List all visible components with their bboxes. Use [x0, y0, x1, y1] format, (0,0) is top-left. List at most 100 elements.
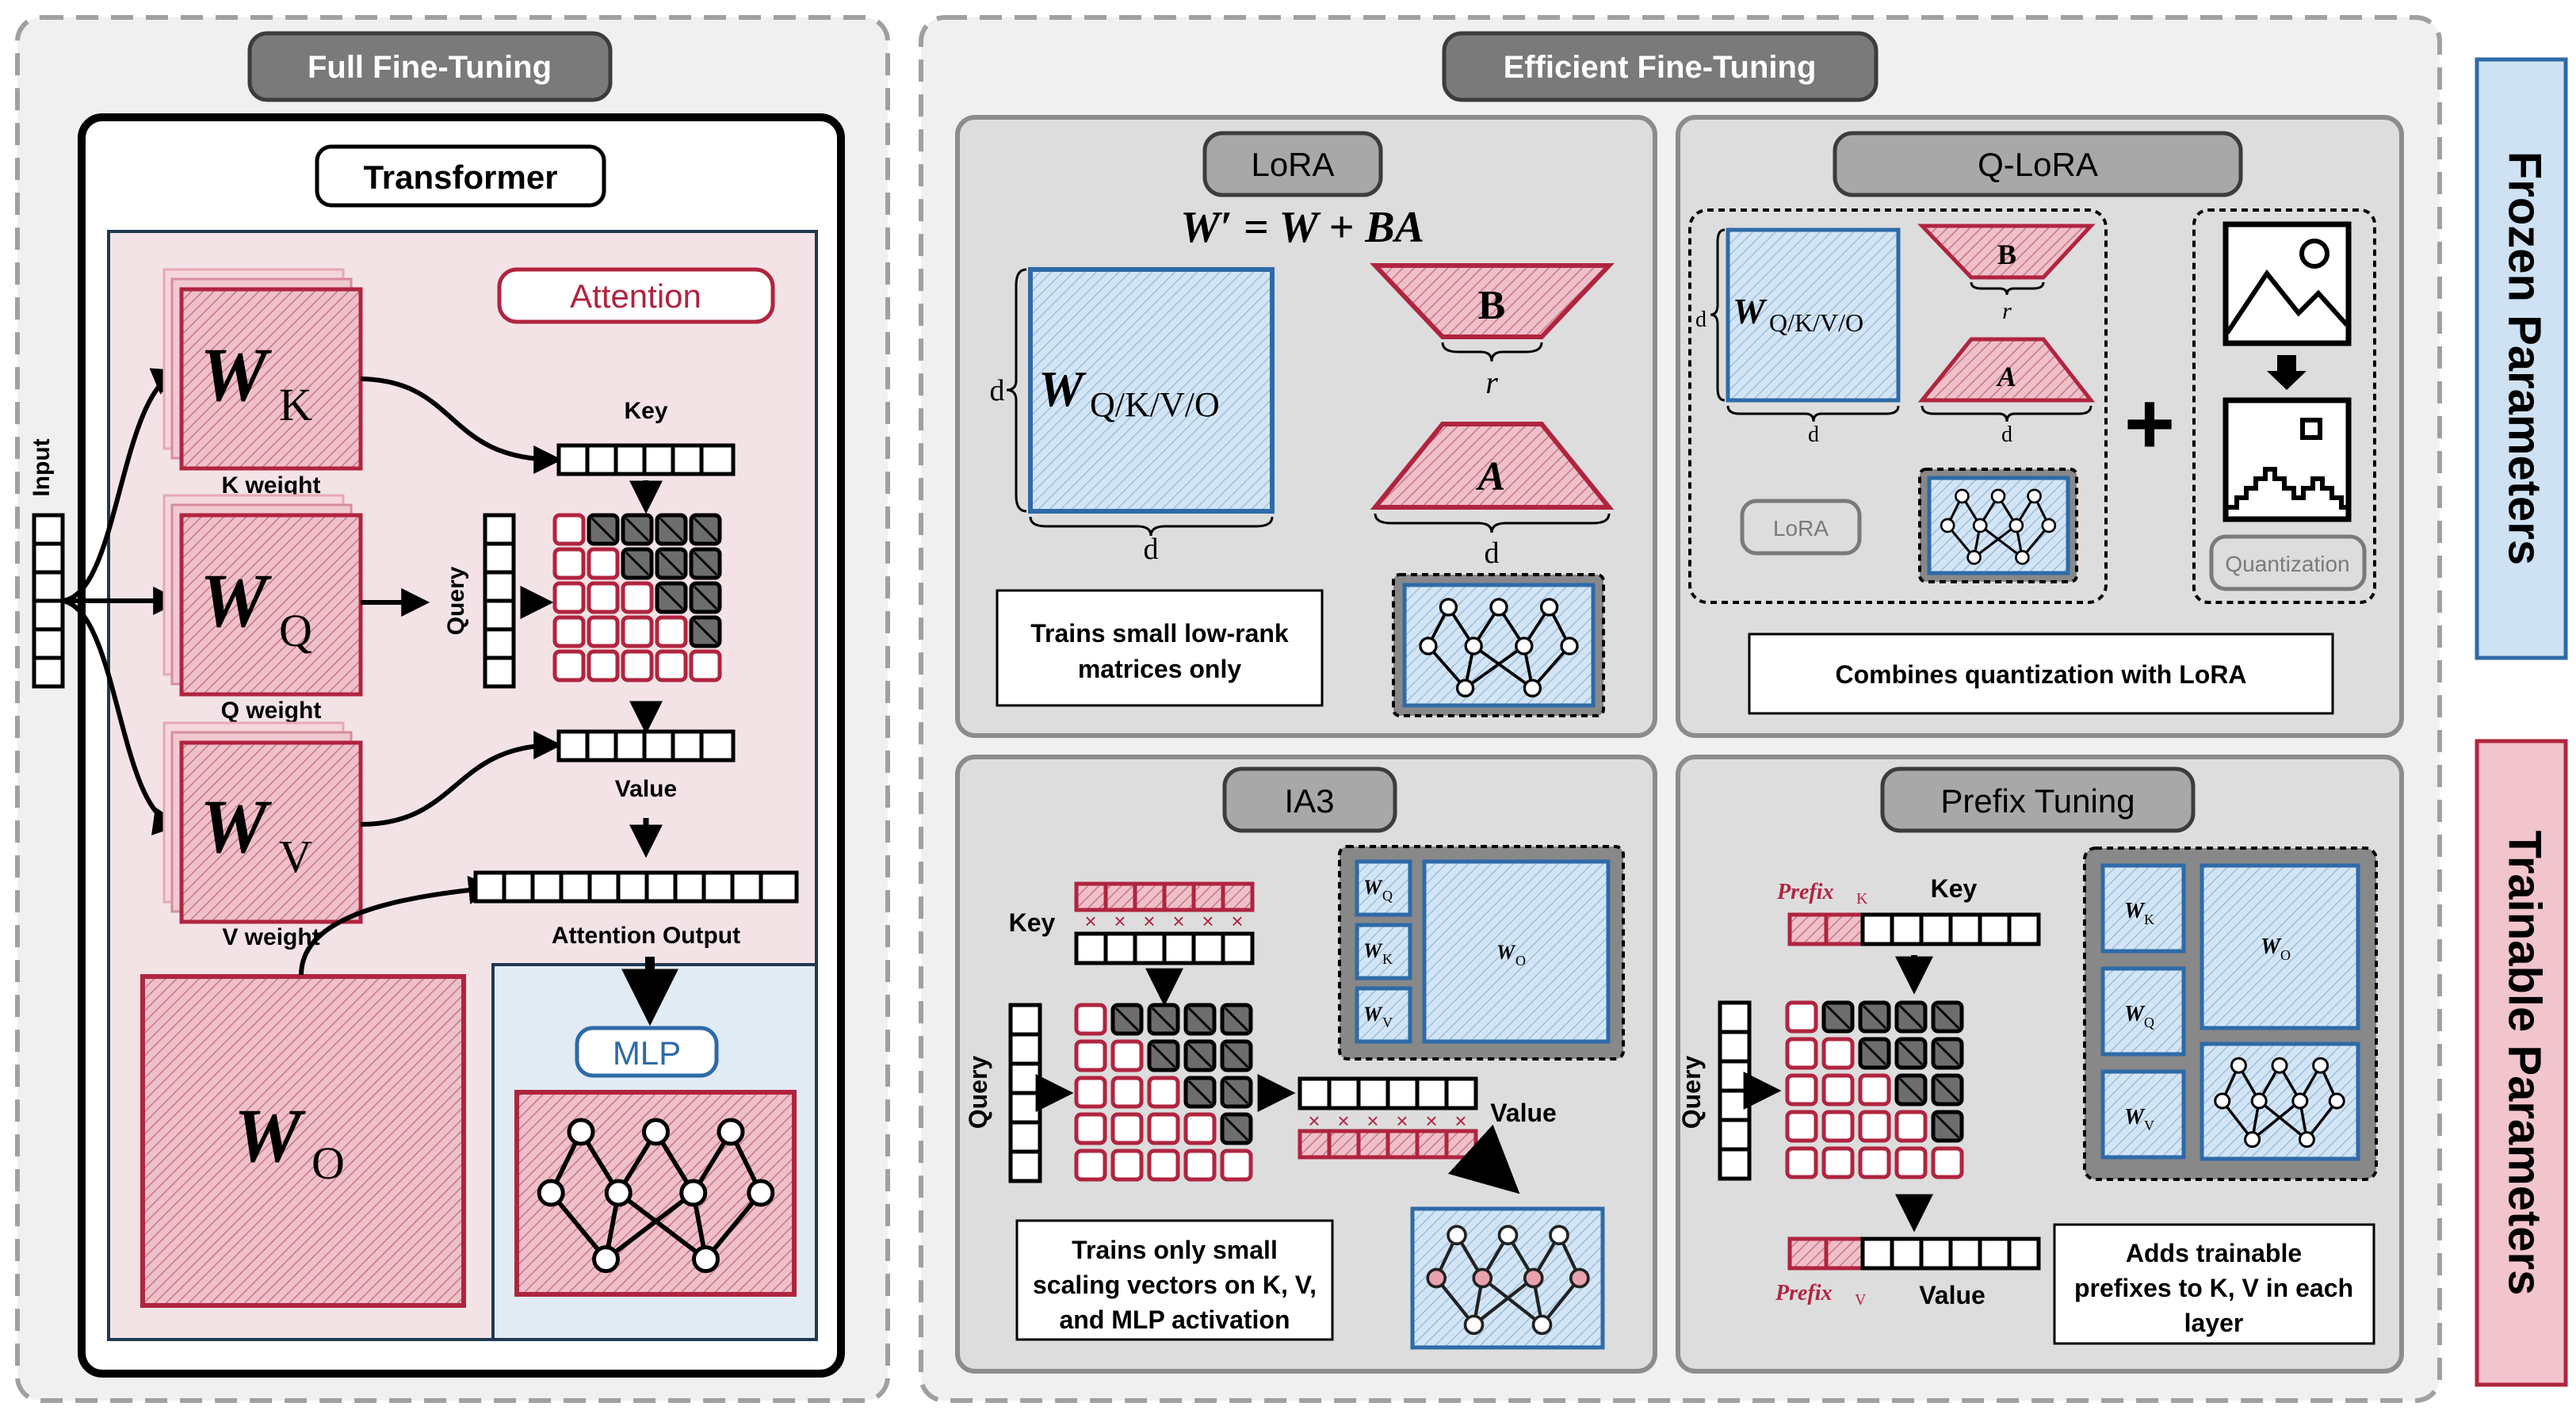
- mask-slash: [1187, 1043, 1213, 1068]
- qlora-w-subscript: Q/K/V/O: [1769, 308, 1863, 337]
- lora-a-d-label: d: [1485, 537, 1500, 570]
- attention-cell: [1110, 1112, 1144, 1145]
- mlp-node: [1531, 1314, 1553, 1336]
- trainable-legend-box: [2475, 739, 2568, 1387]
- ia3-value-label: Value: [1490, 1099, 1557, 1127]
- attention-cell: [1858, 1073, 1891, 1106]
- lora-title-pill: [1202, 131, 1383, 197]
- prefix-wv-matrix: [2100, 1069, 2186, 1160]
- lora-title: LoRA: [1251, 146, 1334, 183]
- wq-caption: Q weight: [221, 698, 322, 724]
- mlp-node: [1447, 1225, 1467, 1246]
- mlp-edge: [1973, 524, 2017, 559]
- mask-slash: [1224, 1116, 1249, 1141]
- attention-cell: [1110, 1076, 1144, 1109]
- mlp-node: [1523, 678, 1542, 698]
- ia3-wq-symbol: W: [1363, 876, 1383, 899]
- mask-slash: [1898, 1041, 1924, 1066]
- mlp-edge: [1427, 644, 1467, 690]
- attention-cell: [621, 649, 654, 682]
- mlp-node: [1464, 636, 1483, 655]
- qlora-w-d-left: d: [1695, 308, 1707, 332]
- mlp-edge: [1979, 524, 2024, 559]
- scale-mark: ×: [1308, 1109, 1320, 1133]
- trainable-legend-label: Trainable Parameters: [2499, 831, 2551, 1296]
- mlp-node: [2244, 1131, 2261, 1149]
- attention-cell: [1110, 1149, 1144, 1182]
- ia3-desc-line1: Trains only small: [1072, 1236, 1278, 1264]
- qlora-lora-badge: [1740, 499, 1862, 556]
- mlp-node: [1419, 636, 1438, 655]
- lora-desc-line1: Trains small low-rank: [1030, 619, 1289, 648]
- prefix-key-label: Key: [1931, 874, 1978, 903]
- input-arrows: [62, 368, 182, 835]
- ia3-wq-matrix: [1355, 859, 1412, 917]
- attention-cell: [587, 547, 620, 580]
- prefix-wq-matrix: [2100, 966, 2186, 1057]
- mlp-node: [604, 1179, 633, 1207]
- mlp-node: [1515, 636, 1534, 655]
- ia3-title: IA3: [1284, 782, 1334, 820]
- scale-mark: ×: [1084, 909, 1096, 933]
- mlp-node: [1990, 488, 2006, 504]
- attention-cell: [1894, 1110, 1928, 1143]
- prefix-query-vector: [1718, 1000, 1752, 1181]
- ia3-wo-sub: O: [1515, 953, 1526, 969]
- mlp-node: [1539, 598, 1559, 617]
- prefix-wv-sub: V: [2144, 1118, 2154, 1133]
- qlora-desc-box: [1748, 633, 2334, 715]
- attention-cell: [1785, 1037, 1818, 1070]
- attention-cell: [1183, 1149, 1217, 1182]
- mlp-node: [2328, 1092, 2345, 1110]
- attention-cell: [552, 615, 586, 648]
- mlp-edge: [1473, 1276, 1535, 1327]
- attention-cell: [1821, 1037, 1855, 1070]
- mlp-node: [1972, 518, 1988, 533]
- value-label: Value: [615, 776, 677, 802]
- mlp-node: [1966, 549, 1982, 565]
- qlora-b-matrix: [1917, 224, 2096, 280]
- mask-slash: [693, 585, 718, 610]
- attention-cell: [1821, 1146, 1855, 1179]
- wo-symbol: W: [234, 1093, 306, 1178]
- mlp-node: [1455, 678, 1475, 698]
- mlp-edge: [1464, 644, 1525, 690]
- prefix-attention-matrix: [1785, 1000, 1964, 1179]
- attention-output-label: Attention Output: [552, 923, 740, 949]
- qlora-title: Q-LoRA: [1978, 146, 2098, 183]
- mlp-node: [1569, 1267, 1590, 1289]
- mlp-node: [2027, 488, 2042, 504]
- attention-cell: [1931, 1146, 1964, 1179]
- prefix-title-pill: [1880, 766, 2196, 833]
- attention-cell: [1785, 1000, 1818, 1034]
- ia3-query-vector: [1008, 1003, 1042, 1183]
- qlora-quant-badge: [2209, 534, 2367, 591]
- mlp-node: [2291, 1092, 2309, 1110]
- mlp-node: [2041, 518, 2057, 533]
- mlp-edge: [548, 1191, 608, 1261]
- qlora-b-label: B: [1997, 239, 2016, 270]
- mask-slash: [659, 517, 684, 542]
- qlora-w-d-bottom: d: [1808, 422, 1819, 447]
- scale-mark: ×: [1396, 1109, 1408, 1133]
- mlp-node: [567, 1118, 595, 1146]
- attention-cell: [621, 615, 654, 648]
- attention-cell: [1858, 1110, 1891, 1143]
- lora-a-label: A: [1476, 454, 1506, 499]
- mlp-node: [2214, 1092, 2231, 1110]
- qlora-lora-group: [1688, 208, 2108, 604]
- mask-slash: [625, 517, 650, 542]
- mlp-node: [2298, 1131, 2315, 1149]
- qlora-a-label: A: [1996, 361, 2016, 392]
- mask-slash: [1187, 1080, 1213, 1105]
- mlp-node: [1463, 1314, 1485, 1336]
- prefix-value-label: Value: [1919, 1281, 1986, 1309]
- prefix-desc-box: [2053, 1223, 2375, 1345]
- full-ft-title: Full Fine-Tuning: [308, 50, 552, 85]
- lora-r-label: r: [1485, 365, 1498, 400]
- quantize-arrow-icon: [2267, 355, 2307, 390]
- lora-w-d-bottom: d: [1144, 533, 1159, 566]
- image-icon: [2222, 221, 2352, 346]
- input-vector: [32, 513, 65, 689]
